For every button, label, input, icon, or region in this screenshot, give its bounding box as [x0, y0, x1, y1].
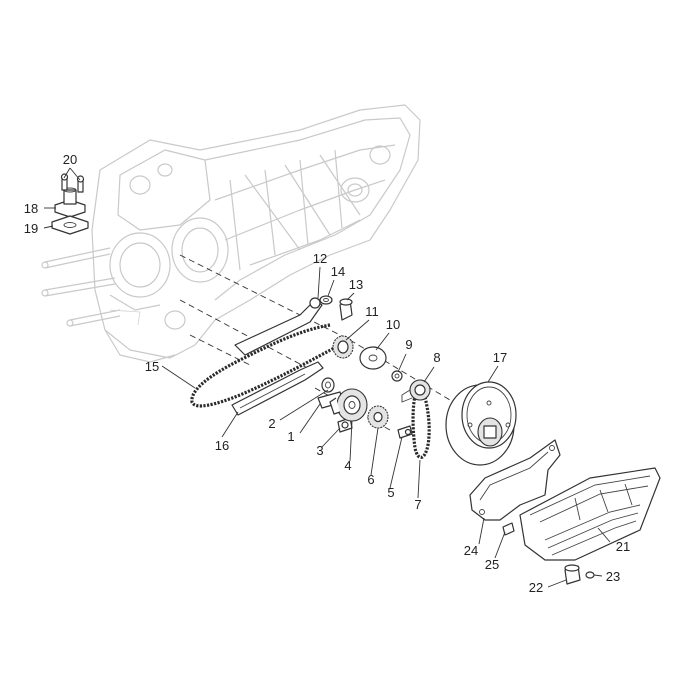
part-washer-23 — [585, 571, 595, 579]
part-bolt-5 — [397, 425, 413, 439]
part-oil-pump-4 — [329, 388, 368, 422]
part-hub-8 — [401, 379, 431, 403]
part-pulley-cover-17 — [445, 381, 517, 466]
callout-8: 8 — [433, 350, 440, 365]
part-sprocket-11 — [332, 335, 354, 359]
callout-21: 21 — [616, 539, 630, 554]
callout-24: 24 — [464, 543, 478, 558]
callout-25: 25 — [485, 557, 499, 572]
callout-18: 18 — [24, 201, 38, 216]
part-drain-plug-22 — [564, 564, 581, 585]
part-gasket-19 — [51, 215, 89, 235]
callout-17: 17 — [493, 350, 507, 365]
callout-19: 19 — [24, 221, 38, 236]
part-plate-10 — [359, 346, 387, 370]
part-washer-14 — [319, 295, 333, 305]
callout-22: 22 — [529, 580, 543, 595]
part-gear-6 — [367, 405, 389, 429]
callout-5: 5 — [387, 485, 394, 500]
callout-12: 12 — [313, 251, 327, 266]
callout-3: 3 — [316, 443, 323, 458]
part-bracket-18 — [54, 187, 86, 218]
crankcase-outline — [41, 104, 421, 363]
callout-20: 20 — [63, 152, 77, 167]
leader-lines — [43, 167, 611, 588]
part-sump-cover-21 — [519, 467, 661, 561]
callout-7: 7 — [414, 497, 421, 512]
callout-1: 1 — [287, 429, 294, 444]
callout-10: 10 — [386, 317, 400, 332]
callout-16: 16 — [215, 438, 229, 453]
callout-11: 11 — [365, 304, 379, 319]
part-chain-15 — [190, 323, 341, 408]
part-chain-tensioner-16 — [231, 361, 324, 416]
callout-14: 14 — [331, 264, 345, 279]
part-bolt-3 — [337, 417, 353, 433]
callout-2: 2 — [268, 416, 275, 431]
callout-labels: 1 2 3 4 5 6 7 8 9 10 11 12 13 14 15 16 1… — [24, 152, 630, 595]
callout-9: 9 — [405, 337, 412, 352]
part-bolt-13 — [339, 298, 353, 321]
part-gasket-24 — [469, 439, 561, 521]
part-chain-guide-12 — [234, 297, 323, 356]
part-screw-25 — [502, 522, 515, 536]
part-chain-7 — [411, 379, 431, 459]
callout-13: 13 — [349, 277, 363, 292]
callout-23: 23 — [606, 569, 620, 584]
callout-4: 4 — [344, 458, 351, 473]
callout-15: 15 — [145, 359, 159, 374]
callout-6: 6 — [367, 472, 374, 487]
part-washer-9 — [391, 370, 403, 382]
part-ring-2 — [321, 377, 335, 393]
